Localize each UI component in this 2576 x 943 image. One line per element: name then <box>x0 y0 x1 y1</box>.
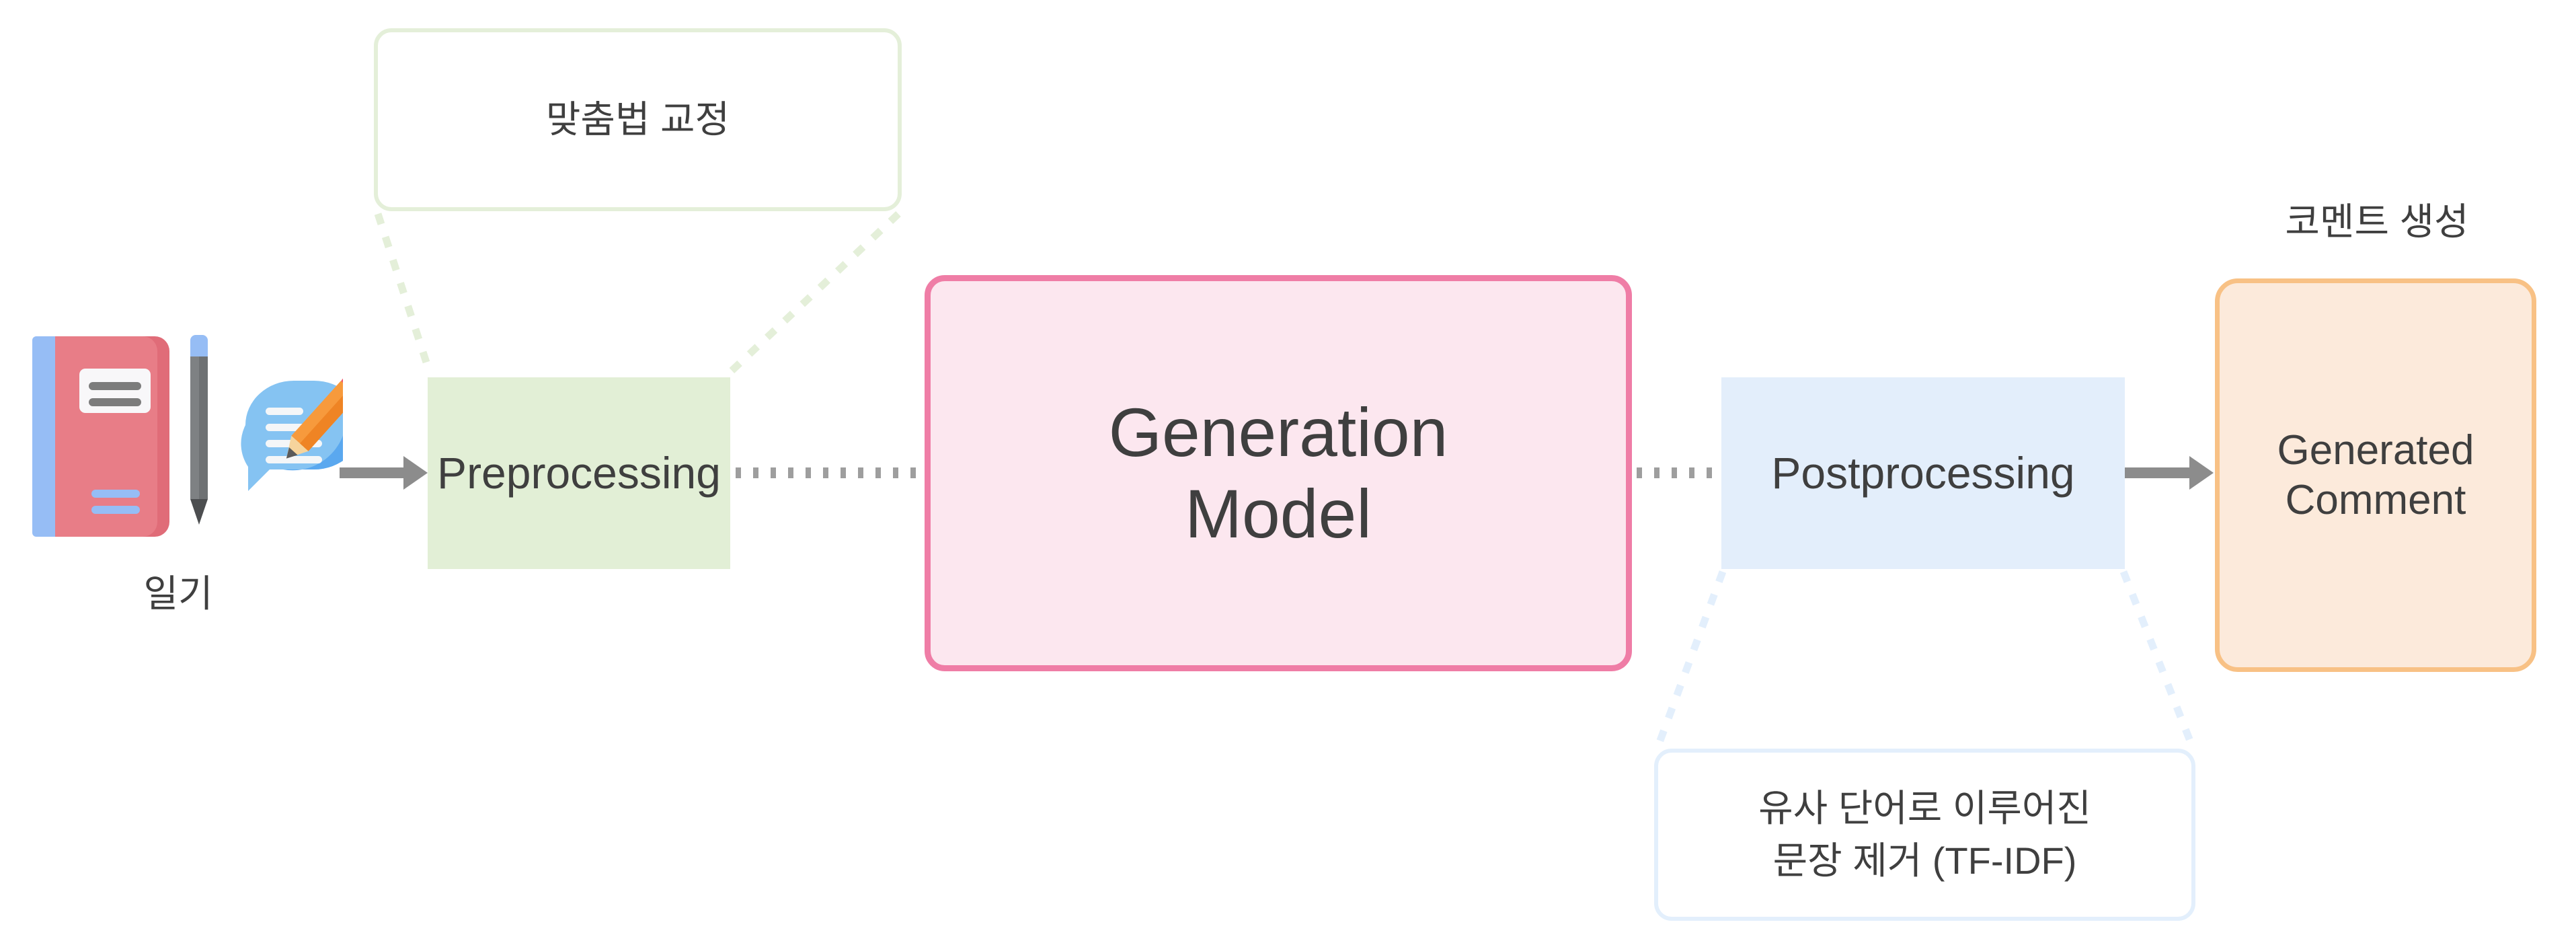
node-generated-comment[interactable]: Generated Comment <box>2215 278 2536 672</box>
leader-lines-tfidf-callout <box>1654 570 2196 748</box>
diary-book-icon <box>32 336 169 537</box>
node-generated-comment-label: Generated Comment <box>2277 426 2474 524</box>
callout-spelling-correction: 맞춤법 교정 <box>374 28 902 211</box>
callout-spelling-text: 맞춤법 교정 <box>545 98 730 141</box>
arrow-postprocessing-to-generated-comment <box>2125 456 2214 490</box>
arrow-source-to-preprocessing <box>340 456 428 490</box>
node-generation-model[interactable]: Generation Model <box>925 275 1632 671</box>
node-generation-model-label: Generation Model <box>1109 392 1448 554</box>
callout-tfidf-removal: 유사 단어로 이루어진 문장 제거 (TF-IDF) <box>1654 749 2195 921</box>
comment-bubble-pencil-icon <box>241 369 343 491</box>
node-postprocessing-label: Postprocessing <box>1771 447 2075 498</box>
node-generated-comment-line1: Generated <box>2277 427 2474 474</box>
diary-label: 일기 <box>143 572 213 615</box>
node-preprocessing[interactable]: Preprocessing <box>428 377 730 569</box>
callout-tfidf-line1: 유사 단어로 이루어진 <box>1758 786 2091 829</box>
comment-generation-label: 코멘트 생성 <box>2285 200 2469 243</box>
node-preprocessing-label: Preprocessing <box>437 447 721 498</box>
source-icon-group <box>27 330 343 552</box>
leader-lines-spelling-callout <box>374 211 901 378</box>
node-generation-model-line2: Model <box>1185 475 1372 552</box>
callout-tfidf-line2: 문장 제거 (TF-IDF) <box>1772 839 2077 882</box>
stylus-pencil-icon <box>190 335 208 525</box>
node-generation-model-line1: Generation <box>1108 394 1448 472</box>
node-generated-comment-line2: Comment <box>2285 476 2466 523</box>
node-postprocessing[interactable]: Postprocessing <box>1721 377 2125 569</box>
